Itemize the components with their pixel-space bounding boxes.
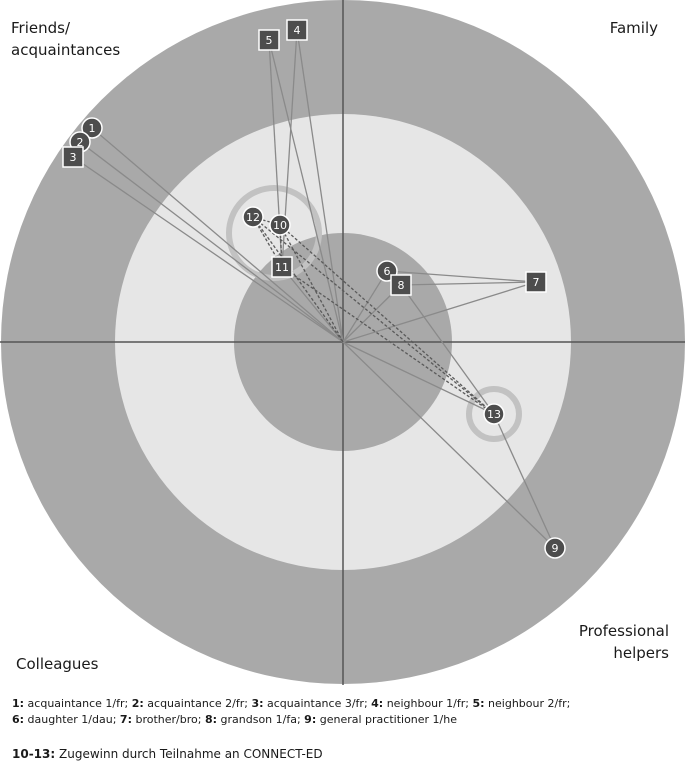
legend-num: 10-13: xyxy=(12,747,56,761)
node-label-5: 5 xyxy=(266,34,273,47)
node-label-11: 11 xyxy=(275,261,289,274)
legend: 1: acquaintance 1/fr; 2: acquaintance 2/… xyxy=(12,696,677,762)
legend-line-1: 1: acquaintance 1/fr; 2: acquaintance 2/… xyxy=(12,696,677,712)
edge-2-ego xyxy=(79,141,344,343)
node-square-5 xyxy=(258,29,280,51)
legend-text: general practitioner 1/he xyxy=(316,713,457,726)
edge-6-7 xyxy=(386,270,537,283)
legend-num: 7: xyxy=(119,713,132,726)
highlight-rings xyxy=(226,185,522,442)
edge-13-ego xyxy=(342,341,495,415)
node-9: 9 xyxy=(544,537,566,559)
dashed-edge-10-13 xyxy=(279,224,495,415)
node-label-9: 9 xyxy=(552,542,559,555)
node-1: 1 xyxy=(81,117,103,139)
legend-text: neighbour 1/fr; xyxy=(383,697,473,710)
node-12: 12 xyxy=(242,206,264,228)
legend-num: 3: xyxy=(251,697,264,710)
legend-footnote: 10-13: Zugewinn durch Teilnahme an CONNE… xyxy=(12,746,677,762)
highlight-ring-new-friends xyxy=(226,185,322,281)
legend-num: 4: xyxy=(371,697,384,710)
node-4: 4 xyxy=(286,19,308,41)
edge-6-ego xyxy=(342,270,388,343)
legend-line-2: 6: daughter 1/dau; 7: brother/bro; 8: gr… xyxy=(12,712,677,728)
node-8: 8 xyxy=(390,274,412,296)
node-square-3 xyxy=(62,146,84,168)
node-square-8 xyxy=(390,274,412,296)
edge-9-ego xyxy=(342,341,556,549)
edge-4-ego xyxy=(296,29,344,343)
node-label-4: 4 xyxy=(294,24,301,37)
node-circle-13 xyxy=(483,403,505,425)
node-circle-12 xyxy=(242,206,264,228)
node-label-10: 10 xyxy=(273,219,287,232)
edge-11-ego xyxy=(281,266,344,343)
node-13: 13 xyxy=(483,403,505,425)
legend-text: acquaintance 1/fr; xyxy=(24,697,132,710)
node-circle-1 xyxy=(81,117,103,139)
node-square-4 xyxy=(286,19,308,41)
edge-layer xyxy=(72,29,556,549)
quadrant-label-helpers: helpers xyxy=(613,644,669,662)
node-7: 7 xyxy=(525,271,547,293)
quadrant-label-colleagues: Colleagues xyxy=(16,655,99,673)
node-label-12: 12 xyxy=(246,211,260,224)
quadrant-label-top-left: Friends/ acquaintances xyxy=(11,19,120,59)
legend-text: daughter 1/dau; xyxy=(24,713,120,726)
node-label-1: 1 xyxy=(89,122,96,135)
legend-text: brother/bro; xyxy=(131,713,205,726)
node-label-7: 7 xyxy=(533,276,540,289)
highlight-ring-new-helper xyxy=(466,386,522,442)
edge-9-13 xyxy=(493,413,556,549)
edge-8-13 xyxy=(400,284,495,415)
legend-text: neighbour 2/fr; xyxy=(484,697,571,710)
node-label-8: 8 xyxy=(398,279,405,292)
legend-text: Zugewinn durch Teilnahme an CONNECT-ED xyxy=(55,747,323,761)
node-11: 11 xyxy=(271,256,293,278)
legend-spacer xyxy=(12,728,677,746)
quadrant-label-family: Family xyxy=(610,19,658,37)
legend-text: grandson 1/fa; xyxy=(217,713,305,726)
legend-num: 2: xyxy=(131,697,144,710)
quadrant-label-friends: Friends/ xyxy=(11,19,71,37)
legend-num: 1: xyxy=(12,697,25,710)
node-label-13: 13 xyxy=(487,408,501,421)
legend-num: 8: xyxy=(204,713,218,726)
quadrant-label-acquaintances: acquaintances xyxy=(11,41,120,59)
node-3: 3 xyxy=(62,146,84,168)
legend-num: 5: xyxy=(472,697,485,710)
node-label-6: 6 xyxy=(384,265,391,278)
node-10: 10 xyxy=(269,214,291,236)
dashed-edge-12-ego xyxy=(252,216,344,343)
edge-1-ego xyxy=(91,127,344,343)
dashed-edge-12-13 xyxy=(252,216,495,415)
node-square-11 xyxy=(271,256,293,278)
dashed-edge-10-ego xyxy=(279,224,344,343)
legend-text: acquaintance 3/fr; xyxy=(263,697,372,710)
quadrant-label-professional: Professional xyxy=(579,622,669,640)
dashed-edge-11-13 xyxy=(281,266,495,415)
edge-7-ego xyxy=(342,281,537,343)
legend-text: acquaintance 2/fr; xyxy=(143,697,252,710)
node-square-7 xyxy=(525,271,547,293)
node-label-3: 3 xyxy=(70,151,77,164)
edge-5-ego xyxy=(268,39,344,343)
quadrant-label-bottom-right: Professional helpers xyxy=(579,622,669,662)
legend-num: 9: xyxy=(304,713,317,726)
node-label-2: 2 xyxy=(77,136,84,149)
node-circle-10 xyxy=(269,214,291,236)
legend-num: 6: xyxy=(12,713,25,726)
edge-3-ego xyxy=(72,156,344,343)
edge-8-7 xyxy=(400,281,537,286)
node-circle-9 xyxy=(544,537,566,559)
node-5: 5 xyxy=(258,29,280,51)
